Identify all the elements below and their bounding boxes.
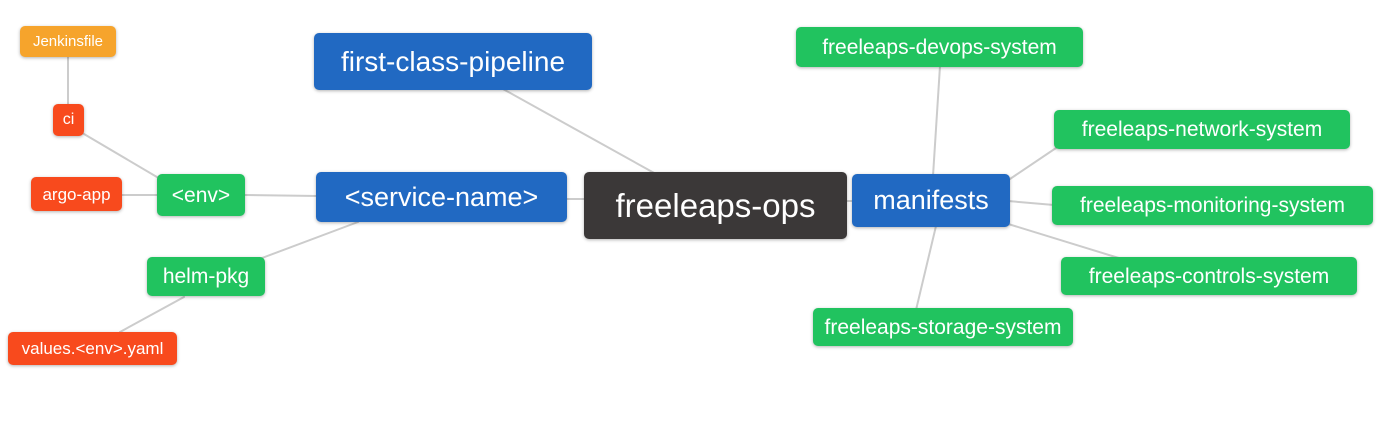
edge-manifests-controls xyxy=(1004,222,1123,260)
edge-manifests-monitoring xyxy=(1007,200,1055,206)
node-freeleaps-ops[interactable]: freeleaps-ops xyxy=(584,172,847,239)
node-argo-app[interactable]: argo-app xyxy=(31,177,122,211)
node-helm-pkg[interactable]: helm-pkg xyxy=(147,257,265,296)
edge-helmpkg-servicename xyxy=(261,221,359,259)
edge-env-servicename xyxy=(244,194,319,197)
node-freeleaps-network-system[interactable]: freeleaps-network-system xyxy=(1054,110,1350,149)
edge-manifests-storage xyxy=(915,225,937,311)
node-manifests[interactable]: manifests xyxy=(852,174,1010,227)
node-values-env-yaml[interactable]: values.<env>.yaml xyxy=(8,332,177,365)
node-freeleaps-devops-system[interactable]: freeleaps-devops-system xyxy=(796,27,1083,67)
edge-values-helmpkg xyxy=(119,296,185,333)
node-service-name[interactable]: <service-name> xyxy=(316,172,567,222)
edge-manifests-network xyxy=(1006,147,1057,182)
edge-manifests-devops xyxy=(932,65,941,177)
node-ci[interactable]: ci xyxy=(53,104,84,136)
node-freeleaps-controls-system[interactable]: freeleaps-controls-system xyxy=(1061,257,1357,295)
node-jenkinsfile[interactable]: Jenkinsfile xyxy=(20,26,116,57)
node-env[interactable]: <env> xyxy=(157,174,245,216)
node-freeleaps-storage-system[interactable]: freeleaps-storage-system xyxy=(813,308,1073,346)
edge-ci-env xyxy=(83,133,163,181)
node-first-class-pipeline[interactable]: first-class-pipeline xyxy=(314,33,592,90)
node-freeleaps-monitoring-system[interactable]: freeleaps-monitoring-system xyxy=(1052,186,1373,225)
edge-pipeline-ops xyxy=(502,88,657,175)
